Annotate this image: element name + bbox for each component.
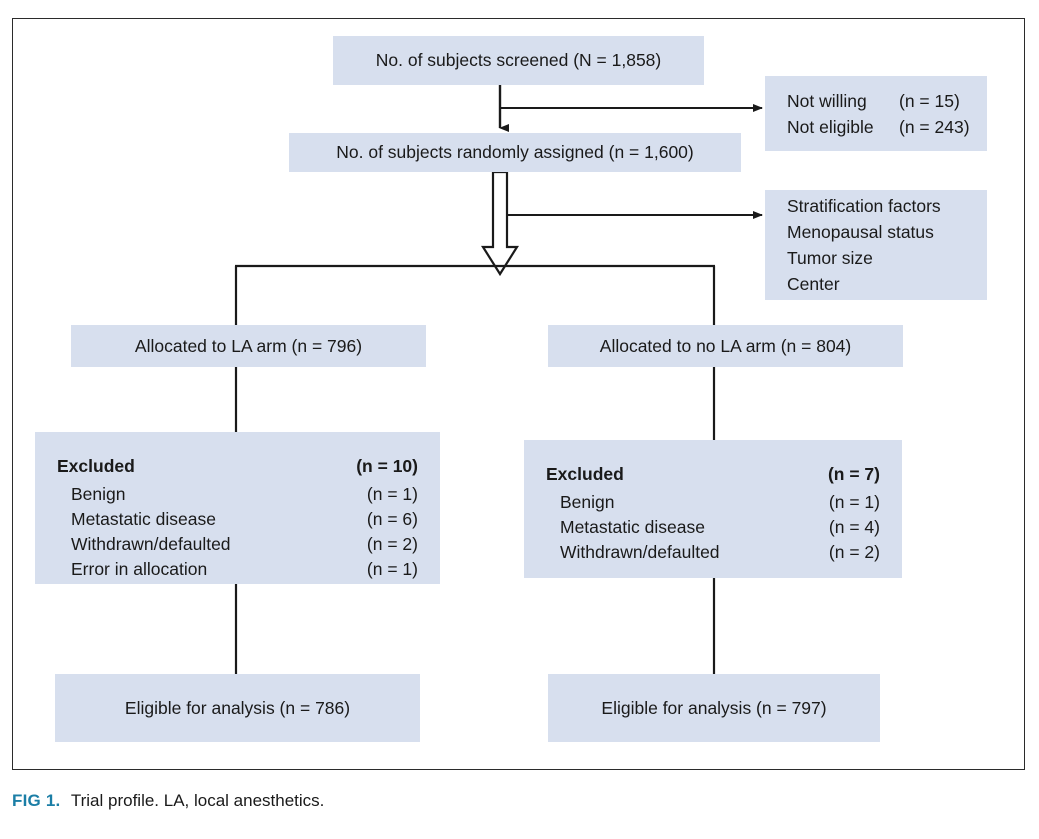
node-eligible-no-la-label: Eligible for analysis (n = 797) (601, 697, 827, 718)
excluded-la-row: Metastatic disease (n = 6) (71, 509, 418, 529)
node-allocated-no-la-arm-label: Allocated to no LA arm (n = 804) (599, 335, 852, 356)
not-included-row: Not willing (n = 15) (787, 90, 960, 111)
excluded-no-la-row: Withdrawn/defaulted (n = 2) (560, 542, 880, 562)
node-allocated-la-arm-label: Allocated to LA arm (n = 796) (134, 335, 363, 356)
stratification-row: Menopausal status (787, 222, 934, 242)
node-randomly-assigned-label: No. of subjects randomly assigned (n = 1… (336, 142, 694, 162)
excluded-no-la-row: Metastatic disease (n = 4) (560, 517, 880, 537)
stratification-row: Stratification factors (787, 196, 941, 216)
node-excluded-la: Excluded (n = 10) Benign (n = 1) Metasta… (35, 432, 440, 584)
stratification-row: Tumor size (787, 248, 873, 268)
figure-caption: FIG 1. Trial profile. LA, local anesthet… (12, 790, 1025, 812)
excluded-la-header-label: Excluded (57, 456, 135, 476)
node-allocated-no-la-arm: Allocated to no LA arm (n = 804) (548, 325, 903, 367)
node-stratification-factors: Stratification factors Menopausal status… (765, 190, 987, 300)
excluded-la-row: Benign (n = 1) (71, 484, 418, 504)
excluded-la-header-count: (n = 10) (356, 456, 418, 476)
excluded-no-la-header-count: (n = 7) (827, 464, 880, 484)
excluded-la-header: Excluded (n = 10) (57, 452, 418, 480)
excluded-no-la-header: Excluded (n = 7) (546, 460, 880, 488)
node-allocated-la-arm: Allocated to LA arm (n = 796) (71, 325, 426, 367)
node-subjects-screened: No. of subjects screened (N = 1,858) (333, 36, 704, 85)
stratification-row: Center (787, 274, 840, 294)
figure-caption-text: Trial profile. LA, local anesthetics. (70, 791, 325, 810)
node-eligible-la: Eligible for analysis (n = 786) (55, 674, 420, 742)
excluded-no-la-header-label: Excluded (546, 464, 624, 484)
excluded-la-row: Withdrawn/defaulted (n = 2) (71, 534, 418, 554)
node-eligible-no-la: Eligible for analysis (n = 797) (548, 674, 880, 742)
figure-caption-tag: FIG 1. (12, 791, 61, 810)
excluded-no-la-row: Benign (n = 1) (560, 492, 880, 512)
node-randomly-assigned: No. of subjects randomly assigned (n = 1… (289, 133, 741, 172)
excluded-la-row: Error in allocation (n = 1) (71, 559, 418, 579)
not-included-row: Not eligible (n = 243) (787, 116, 970, 137)
node-not-included: Not willing (n = 15) Not eligible (n = 2… (765, 76, 987, 151)
node-eligible-la-label: Eligible for analysis (n = 786) (124, 697, 351, 718)
node-excluded-no-la: Excluded (n = 7) Benign (n = 1) Metastat… (524, 440, 902, 578)
node-subjects-screened-label: No. of subjects screened (N = 1,858) (375, 50, 662, 70)
